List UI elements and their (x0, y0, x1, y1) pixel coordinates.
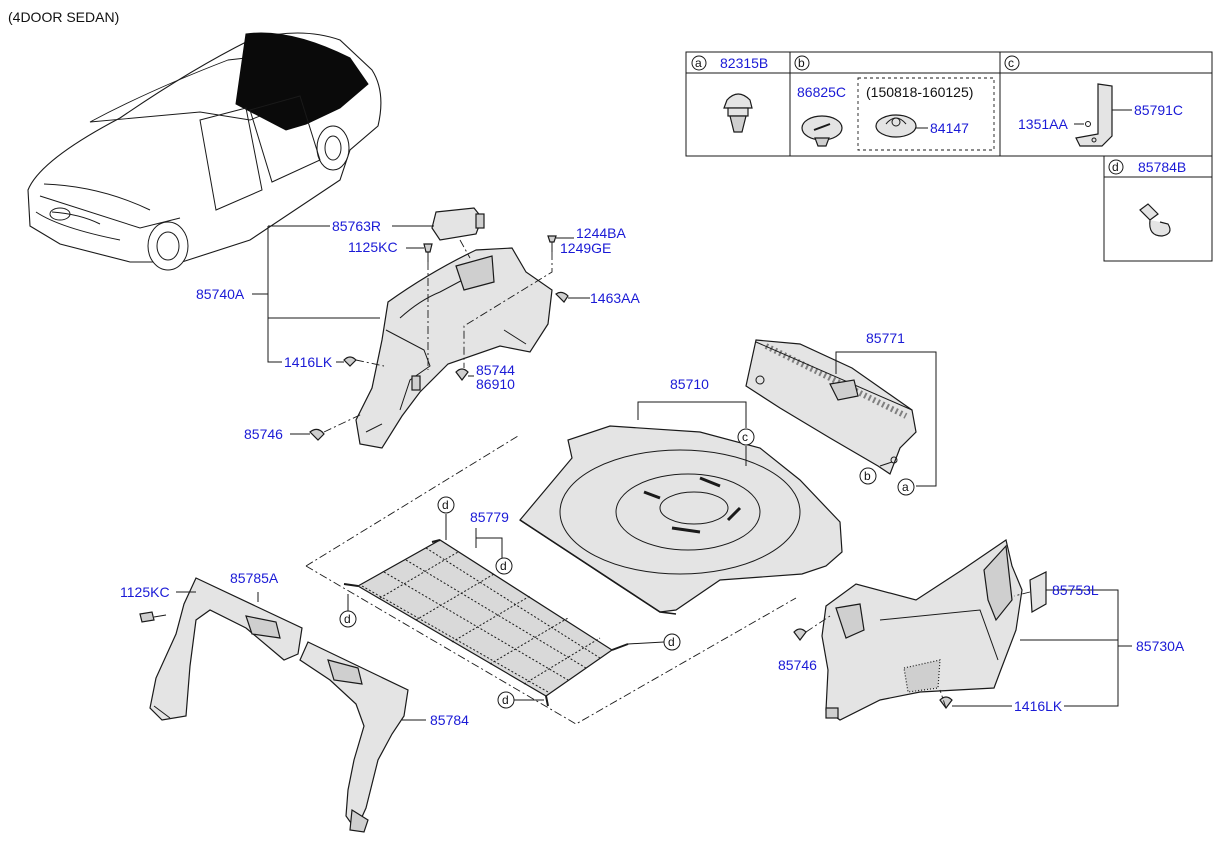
callout-1416LK-left[interactable]: 1416LK (284, 354, 333, 370)
callout-1244BA[interactable]: 1244BA (576, 225, 626, 241)
svg-text:d: d (500, 559, 507, 573)
marker-d-1: d (437, 496, 455, 514)
luggage-floor-85710 (519, 425, 843, 615)
grommet-86825C-icon (801, 115, 843, 147)
svg-text:d: d (442, 498, 449, 512)
legend-part-c2: 85791C (1134, 102, 1183, 118)
legend-table: a 82315B b c d 85784B 86825C (150818-160… (685, 51, 1213, 262)
right-trunk-trim-85730A (821, 539, 1023, 721)
callout-1125KC-bottom[interactable]: 1125KC (120, 584, 170, 600)
legend-part-c1: 1351AA (1018, 116, 1068, 132)
legend-letter-b: b (798, 56, 805, 70)
callout-1416LK-right[interactable]: 1416LK (1014, 698, 1063, 714)
callout-85763R[interactable]: 85763R (332, 218, 381, 234)
callout-85746-left[interactable]: 85746 (244, 426, 283, 442)
callout-85710[interactable]: 85710 (670, 376, 709, 392)
legend-part-d: 85784B (1138, 159, 1186, 175)
callout-85753L[interactable]: 85753L (1052, 582, 1099, 598)
legend-letter-c: c (1008, 56, 1014, 70)
marker-b: b (859, 467, 877, 485)
legend-letter-d: d (1112, 160, 1119, 174)
svg-text:c: c (742, 430, 748, 444)
svg-text:d: d (344, 612, 351, 626)
left-trunk-trim-85740A (355, 247, 553, 449)
svg-text:a: a (902, 480, 909, 494)
callout-85785A[interactable]: 85785A (230, 570, 279, 586)
callout-1125KC-top[interactable]: 1125KC (348, 239, 398, 255)
clip-82315B-icon (723, 93, 753, 133)
callout-1249GE[interactable]: 1249GE (560, 240, 611, 256)
callout-85746-right[interactable]: 85746 (778, 657, 817, 673)
svg-text:d: d (502, 693, 509, 707)
left-lower-trim-85784 (299, 641, 409, 833)
legend-part-a: 82315B (720, 55, 768, 71)
legend-range-b: (150818-160125) (866, 84, 973, 100)
cap-84147-icon (875, 114, 917, 138)
bracket-85791C-icon (1075, 83, 1113, 147)
marker-c: c (737, 428, 755, 446)
marker-d-4: d (663, 633, 681, 651)
marker-d-2: d (495, 557, 513, 575)
callout-85771[interactable]: 85771 (866, 330, 905, 346)
cargo-net-85779 (343, 539, 629, 707)
cover-85763R (431, 207, 485, 241)
callout-85730A[interactable]: 85730A (1136, 638, 1185, 654)
cover-85753L (1029, 571, 1047, 613)
left-lower-trim-85785A (149, 577, 303, 721)
rear-transverse-trim-85771 (745, 339, 917, 475)
callout-85740A[interactable]: 85740A (196, 286, 245, 302)
callout-86910[interactable]: 86910 (476, 376, 515, 392)
legend-part-b2: 84147 (930, 120, 969, 136)
callout-85779[interactable]: 85779 (470, 509, 509, 525)
marker-d-5: d (497, 691, 515, 709)
legend-letter-a: a (695, 56, 702, 70)
screw-1125KC-lower (139, 611, 167, 623)
legend-part-b1: 86825C (797, 84, 846, 100)
callout-85744[interactable]: 85744 (476, 362, 515, 378)
svg-text:d: d (668, 635, 675, 649)
hook-85784B-icon (1139, 203, 1171, 237)
callout-85784[interactable]: 85784 (430, 712, 469, 728)
svg-text:b: b (864, 469, 871, 483)
diagram-title: (4DOOR SEDAN) (8, 9, 119, 25)
marker-d-3: d (339, 610, 357, 628)
screws-left-upper (309, 235, 569, 441)
marker-a: a (897, 478, 915, 496)
callout-1463AA[interactable]: 1463AA (590, 290, 640, 306)
sedan-car-illustration (27, 32, 382, 271)
leader-lines (176, 225, 1132, 721)
